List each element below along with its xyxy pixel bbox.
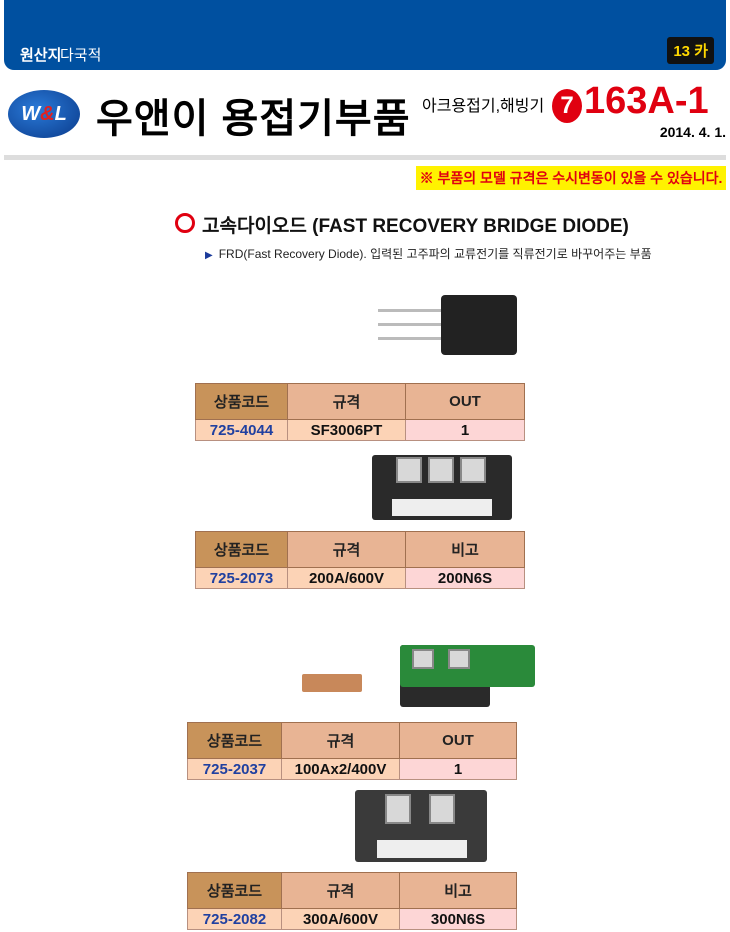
product-image-100ax2 [400, 645, 535, 707]
product-image-sf3006pt [378, 295, 518, 355]
triangle-bullet-icon: ▶ [205, 250, 213, 261]
header-spec: 규격 [281, 872, 400, 909]
section-title: 고속다이오드 (FAST RECOVERY BRIDGE DIODE) [202, 216, 629, 237]
divider [4, 155, 726, 160]
product-image-200n6s [372, 455, 512, 520]
header-out: OUT [405, 383, 525, 420]
header-note: 비고 [405, 531, 525, 568]
header-out: OUT [399, 722, 517, 759]
product-note: 300N6S [399, 908, 517, 930]
product-spec: 200A/600V [287, 567, 406, 589]
product-spec: 100Ax2/400V [281, 758, 400, 780]
origin-value: 다국적 [60, 47, 102, 64]
product-code[interactable]: 725-2082 [187, 908, 282, 930]
section-description: ▶ FRD(Fast Recovery Diode). 입력된 고주파의 교류전기… [205, 245, 652, 262]
circle-bullet-icon [175, 213, 195, 233]
header-spec: 규격 [281, 722, 400, 759]
product-code[interactable]: 725-2073 [195, 567, 288, 589]
section-number-badge: 7 [552, 89, 582, 123]
description-text: FRD(Fast Recovery Diode). 입력된 고주파의 교류전기를… [218, 247, 652, 261]
category-label: 아크용접기,해빙기 [422, 98, 545, 115]
notice-banner: ※ 부품의 모델 규격은 수시변동이 있을 수 있습니다. [416, 166, 726, 190]
top-banner: 원산지 다국적 13 카 [4, 0, 726, 70]
company-logo: W&L [8, 90, 80, 138]
product-image-300n6s [355, 790, 487, 862]
product-code[interactable]: 725-2037 [187, 758, 282, 780]
header-spec: 규격 [287, 383, 406, 420]
brand-name: 우앤이 용접기부품 [96, 97, 411, 141]
page-badge: 13 카 [667, 37, 714, 64]
product-spec: 300A/600V [281, 908, 400, 930]
product-code[interactable]: 725-4044 [195, 419, 288, 441]
product-spec: SF3006PT [287, 419, 406, 441]
header-code: 상품코드 [187, 872, 282, 909]
header-code: 상품코드 [195, 531, 288, 568]
origin-label: 원산지 [20, 47, 62, 64]
product-note: 200N6S [405, 567, 525, 589]
header-code: 상품코드 [187, 722, 282, 759]
header-spec: 규격 [287, 531, 406, 568]
product-out: 1 [405, 419, 525, 441]
product-image-busbar [302, 674, 362, 692]
header-note: 비고 [399, 872, 517, 909]
header-code: 상품코드 [195, 383, 288, 420]
catalog-code: 163A-1 [584, 80, 709, 122]
product-out: 1 [399, 758, 517, 780]
catalog-date: 2014. 4. 1. [659, 124, 726, 140]
